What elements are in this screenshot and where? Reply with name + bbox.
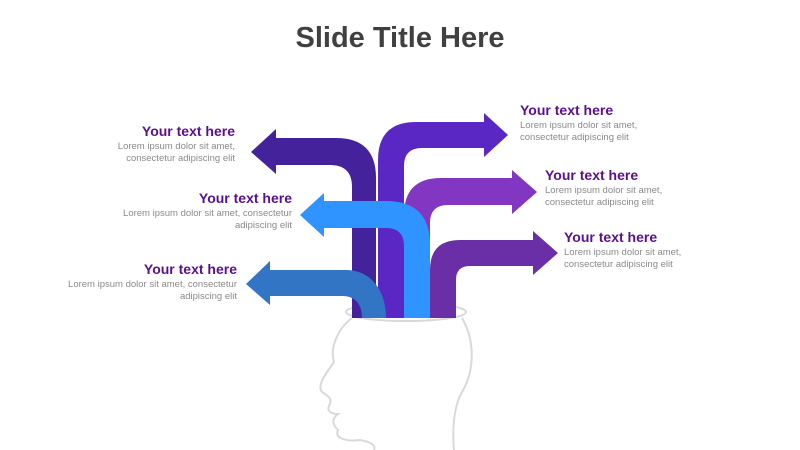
callout-left-middle: Your text here Lorem ipsum dolor sit ame… [52, 190, 292, 232]
callout-body-line: consectetur adipiscing elit [126, 153, 235, 164]
callout-heading: Your text here [545, 167, 639, 183]
callout-body-line: Lorem ipsum dolor sit amet, [545, 185, 663, 196]
arrow-left-bottom [246, 261, 386, 318]
callout-left-top: Your text here Lorem ipsum dolor sit ame… [0, 123, 235, 165]
callout-body: Lorem ipsum dolor sit amet, consectetur … [520, 120, 760, 144]
head-outline [319, 317, 376, 450]
callout-body-line: Lorem ipsum dolor sit amet, [117, 141, 235, 152]
callout-heading: Your text here [564, 229, 658, 245]
callout-heading: Your text here [520, 102, 614, 118]
callout-body-line: Lorem ipsum dolor sit amet, consectetur [68, 279, 237, 290]
head-outline-back [452, 317, 473, 450]
callout-heading: Your text here [141, 123, 235, 139]
callout-body: Lorem ipsum dolor sit amet, consectetur … [545, 185, 785, 209]
callout-body-line: consectetur adipiscing elit [564, 259, 673, 270]
callout-body-line: consectetur adipiscing elit [545, 197, 654, 208]
callout-body: Lorem ipsum dolor sit amet, consectetur … [0, 141, 235, 165]
callout-body-line: adipiscing elit [234, 220, 292, 231]
callout-body: Lorem ipsum dolor sit amet, consectetur … [52, 208, 292, 232]
callout-body-line: adipiscing elit [179, 291, 237, 302]
arrow-left-middle [300, 193, 430, 318]
slide-title: Slide Title Here [295, 22, 505, 54]
callout-body-line: consectetur adipiscing elit [520, 132, 629, 143]
callout-heading: Your text here [143, 261, 237, 277]
callout-body: Lorem ipsum dolor sit amet, consectetur … [564, 247, 800, 271]
callout-right-middle: Your text here Lorem ipsum dolor sit ame… [545, 167, 785, 209]
arrow-right-middle [404, 170, 537, 318]
callout-heading: Your text here [198, 190, 292, 206]
callout-left-bottom: Your text here Lorem ipsum dolor sit ame… [0, 261, 237, 303]
callout-body-line: Lorem ipsum dolor sit amet, [520, 120, 638, 131]
callout-body-line: Lorem ipsum dolor sit amet, [564, 247, 682, 258]
arrow-right-bottom [430, 231, 558, 318]
callout-right-bottom: Your text here Lorem ipsum dolor sit ame… [564, 229, 800, 271]
callout-body-line: Lorem ipsum dolor sit amet, consectetur [123, 208, 292, 219]
callout-body: Lorem ipsum dolor sit amet, consectetur … [0, 279, 237, 303]
callout-right-top: Your text here Lorem ipsum dolor sit ame… [520, 102, 760, 144]
